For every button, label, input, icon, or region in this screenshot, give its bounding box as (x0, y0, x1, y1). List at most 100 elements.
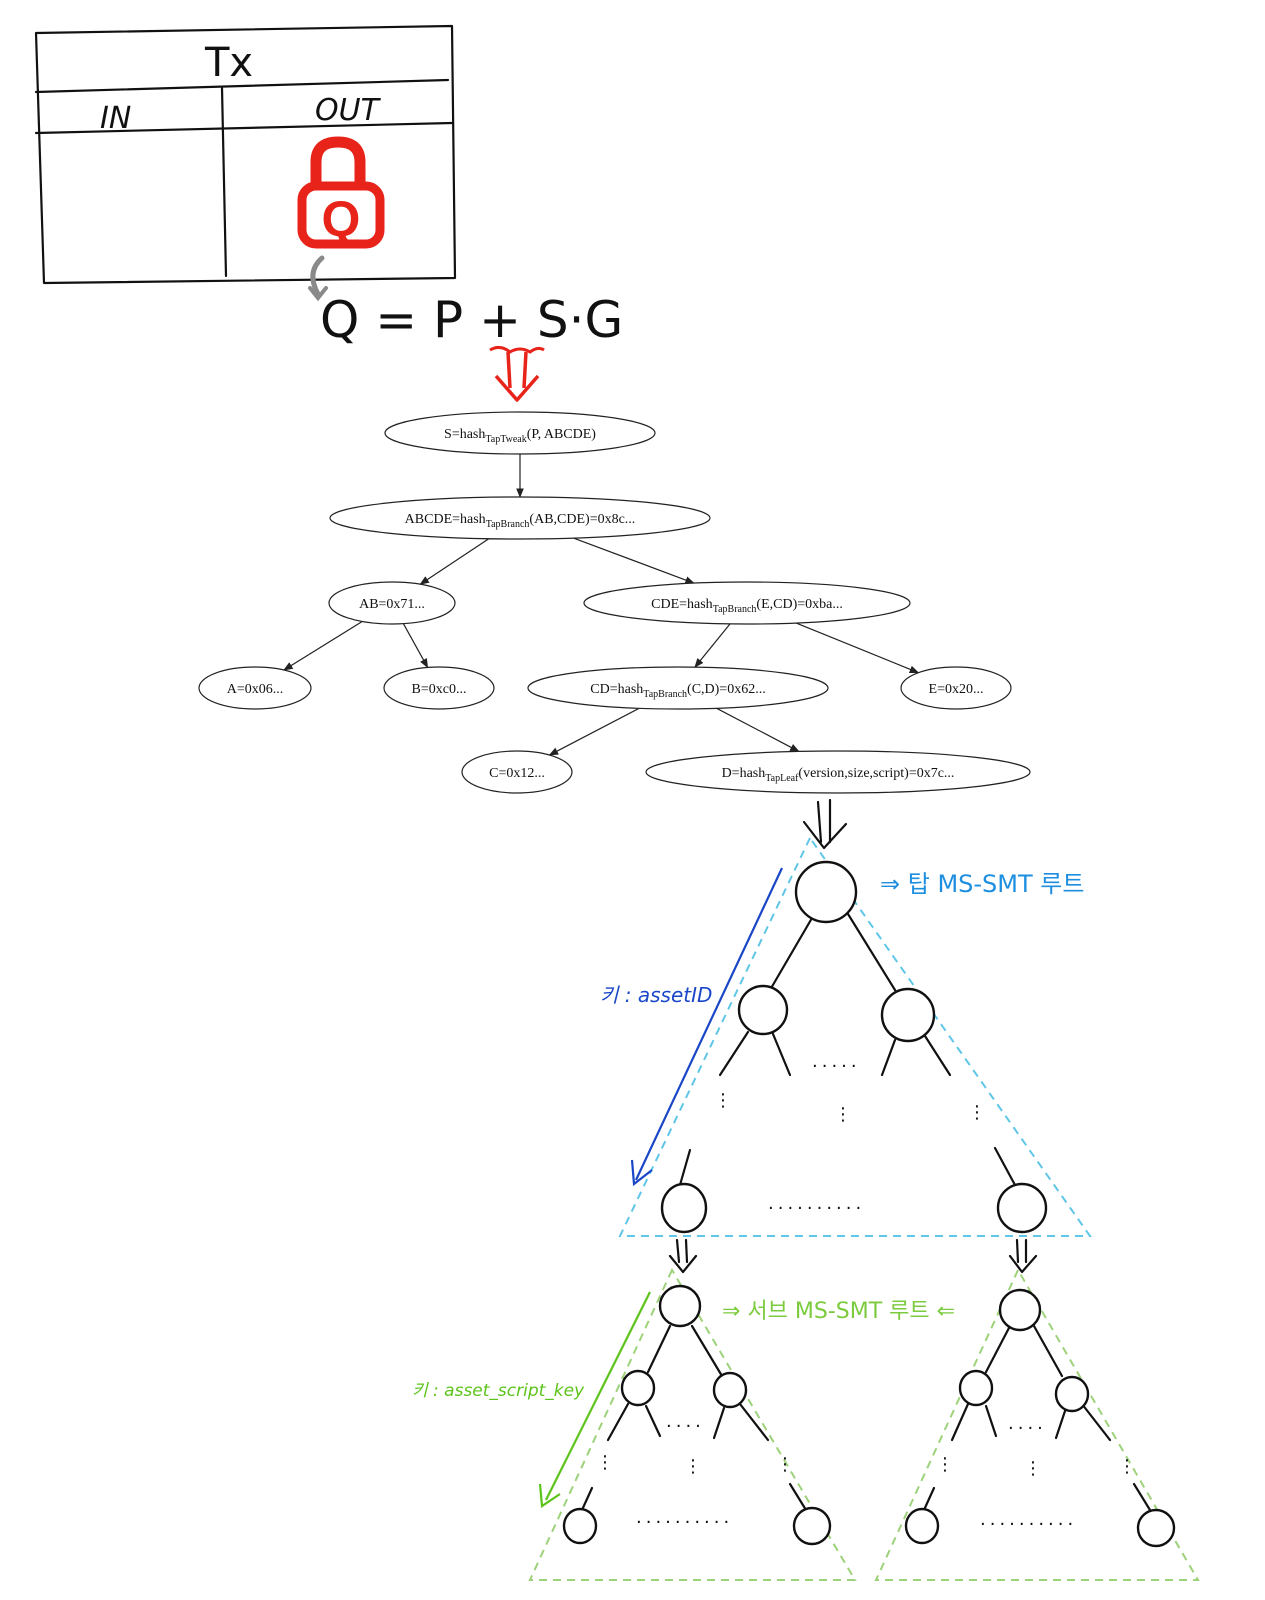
taptree-node-label-rest: (E,CD)=0xba... (756, 597, 842, 612)
taptree-node-root: S=hashTapTweak(P, ABCDE) (384, 411, 656, 455)
lock-icon: Q (297, 136, 385, 249)
taptree-node-shape (384, 411, 656, 455)
taptree-node-shape (383, 666, 495, 710)
taptree-edge-cd-d (716, 707, 800, 752)
taptree-edge-abcde-ab (419, 538, 490, 585)
sub-smt-ellipsis: ···· (666, 1416, 705, 1437)
sub-smt-ellipsis: ⋮ (596, 1452, 618, 1473)
top-smt-key-arrow (635, 867, 783, 1181)
equation: Q = P + S·G (320, 291, 623, 349)
taptree-node-label: CD=hashTapBranch(C,D)=0x62... (590, 682, 765, 700)
sub-smt-ellipsis: ⋮ (684, 1456, 706, 1477)
taptree-node-label-main: A=0x06... (227, 682, 284, 697)
grey-curved-arrow (310, 255, 325, 297)
taptree-node-label: A=0x06... (227, 682, 284, 697)
taptree-node-label-rest: (version,size,script)=0x7c... (798, 766, 954, 781)
top-smt-ellipsis: ⋮ (834, 1104, 856, 1125)
top-smt-ellipsis: ····· (812, 1056, 861, 1077)
top-smt-leaf-node (996, 1182, 1048, 1234)
taptree-node-label-rest: (AB,CDE)=0x8c... (529, 512, 635, 527)
taptree-node-shape (645, 750, 1031, 794)
taptree-node-label-main: B=0xc0... (412, 682, 467, 697)
sub-smt-leaf-node (792, 1506, 832, 1546)
taptree-node-label: ABCDE=hashTapBranch(AB,CDE)=0x8c... (405, 512, 636, 530)
taptree-node-a: A=0x06... (198, 666, 312, 710)
taptree-node-c: C=0x12... (461, 750, 573, 794)
top-smt: ····· ⋮ ⋮ ⋮ ·········· 키 : assetID ⇒ 탑 M… (600, 836, 1092, 1237)
taptree-node-label-main: CD=hash (590, 682, 643, 697)
top-smt-node (880, 987, 936, 1043)
taptree-node-cd: CD=hashTapBranch(C,D)=0x62... (527, 666, 829, 710)
sub-smt-ellipsis: ⋮ (1118, 1456, 1140, 1477)
taptree-node-label-rest: (C,D)=0x62... (687, 682, 766, 697)
taptree-edge-ab-a (283, 620, 363, 671)
taptree-node-label: AB=0x71... (359, 597, 425, 612)
tx-box: Tx IN OUT Q (34, 24, 457, 285)
sub-smt-key-arrow (545, 1291, 651, 1501)
taptree-node-shape (198, 666, 312, 710)
taptree-node-cde: CDE=hashTapBranch(E,CD)=0xba... (583, 581, 911, 625)
taptree-node-ab: AB=0x71... (328, 581, 456, 625)
top-smt-node (737, 984, 789, 1036)
top-smt-ellipsis: ⋮ (968, 1102, 990, 1123)
sub-smt-leaf-node (904, 1507, 940, 1545)
taptree-node-label-main: AB=0x71... (359, 597, 425, 612)
sub-smt-ellipsis: ⋮ (936, 1454, 958, 1475)
grey-arrow-head (308, 286, 328, 302)
taptree-node-label: C=0x12... (489, 766, 545, 781)
sub-smt-node (620, 1369, 656, 1407)
taptree-node-shape (900, 666, 1012, 710)
sub-smt-node (712, 1371, 748, 1409)
sub-smt-root-node (998, 1288, 1042, 1332)
sub-smt-root-label: ⇒ 서브 MS-SMT 루트 ⇐ (722, 1299, 955, 1324)
sub-smt-root-node (658, 1284, 702, 1328)
taptree-node-label-subscript: TapBranch (486, 519, 530, 530)
top-smt-root-node (794, 860, 858, 924)
taptree-edge-cde-e (795, 622, 920, 674)
sub-smt-node (958, 1369, 994, 1407)
tx-header-divider (34, 78, 450, 94)
taptree-node-d: D=hashTapLeaf(version,size,script)=0x7c.… (645, 750, 1031, 794)
tx-box-outline (34, 24, 457, 285)
taptree-edge-ab-b (402, 623, 429, 669)
sub-smt-key-label: 키 : asset_script_key (412, 1381, 585, 1401)
taptree-node-label-subscript: TapLeaf (765, 773, 799, 784)
taptree-node-shape (461, 750, 573, 794)
tx-column-divider (34, 121, 454, 135)
taptree-node-shape (329, 496, 711, 540)
taptree-node-label: D=hashTapLeaf(version,size,script)=0x7c.… (722, 766, 955, 784)
taptree-node-label-subscript: TapBranch (713, 604, 757, 615)
taptree-node-shape (328, 581, 456, 625)
sub-smt-right-triangle (874, 1267, 1200, 1581)
tx-column-out: OUT (315, 93, 382, 128)
taptree-node-label: CDE=hashTapBranch(E,CD)=0xba... (651, 597, 843, 615)
taptree-node-label-main: CDE=hash (651, 597, 713, 612)
top-smt-ellipsis: ·········· (768, 1198, 865, 1219)
sub-smt-ellipsis: ⋮ (776, 1454, 798, 1475)
lock-letter: Q (322, 191, 361, 247)
top-smt-root-label: ⇒ 탑 MS-SMT 루트 (880, 870, 1084, 898)
taptree-node-label: E=0x20... (929, 682, 984, 697)
sub-smt-left: ···· ⋮ ⋮ ⋮ ·········· 키 : asset_script_k… (412, 1267, 857, 1581)
tx-column-in: IN (100, 101, 131, 136)
taptree-node-abcde: ABCDE=hashTapBranch(AB,CDE)=0x8c... (329, 496, 711, 540)
taptree-node-label-main: ABCDE=hash (405, 512, 486, 527)
taptree-node-label: S=hashTapTweak(P, ABCDE) (444, 427, 596, 445)
sub-smt-leaf-node (562, 1507, 598, 1545)
tx-title: Tx (204, 40, 253, 86)
sub-smt-right: ···· ⋮ ⋮ ⋮ ·········· (874, 1267, 1200, 1581)
taptree-edges (283, 454, 920, 756)
sub-tree-arrows (668, 1238, 1038, 1274)
taptree-node-label-main: C=0x12... (489, 766, 545, 781)
taptree-node-label-rest: (P, ABCDE) (527, 427, 597, 442)
taptree-edge-cd-c (548, 707, 640, 756)
sub-smt-leaf-node (1136, 1508, 1176, 1548)
taptree-nodes: S=hashTapTweak(P, ABCDE)ABCDE=hashTapBra… (198, 411, 1031, 794)
black-double-arrow (802, 798, 848, 850)
top-smt-triangle (618, 836, 1092, 1237)
top-smt-leaf-node (660, 1182, 708, 1234)
sub-smt-node (1054, 1375, 1090, 1413)
taptree-node-shape (583, 581, 911, 625)
taptree-edge-cde-cd (694, 623, 731, 668)
